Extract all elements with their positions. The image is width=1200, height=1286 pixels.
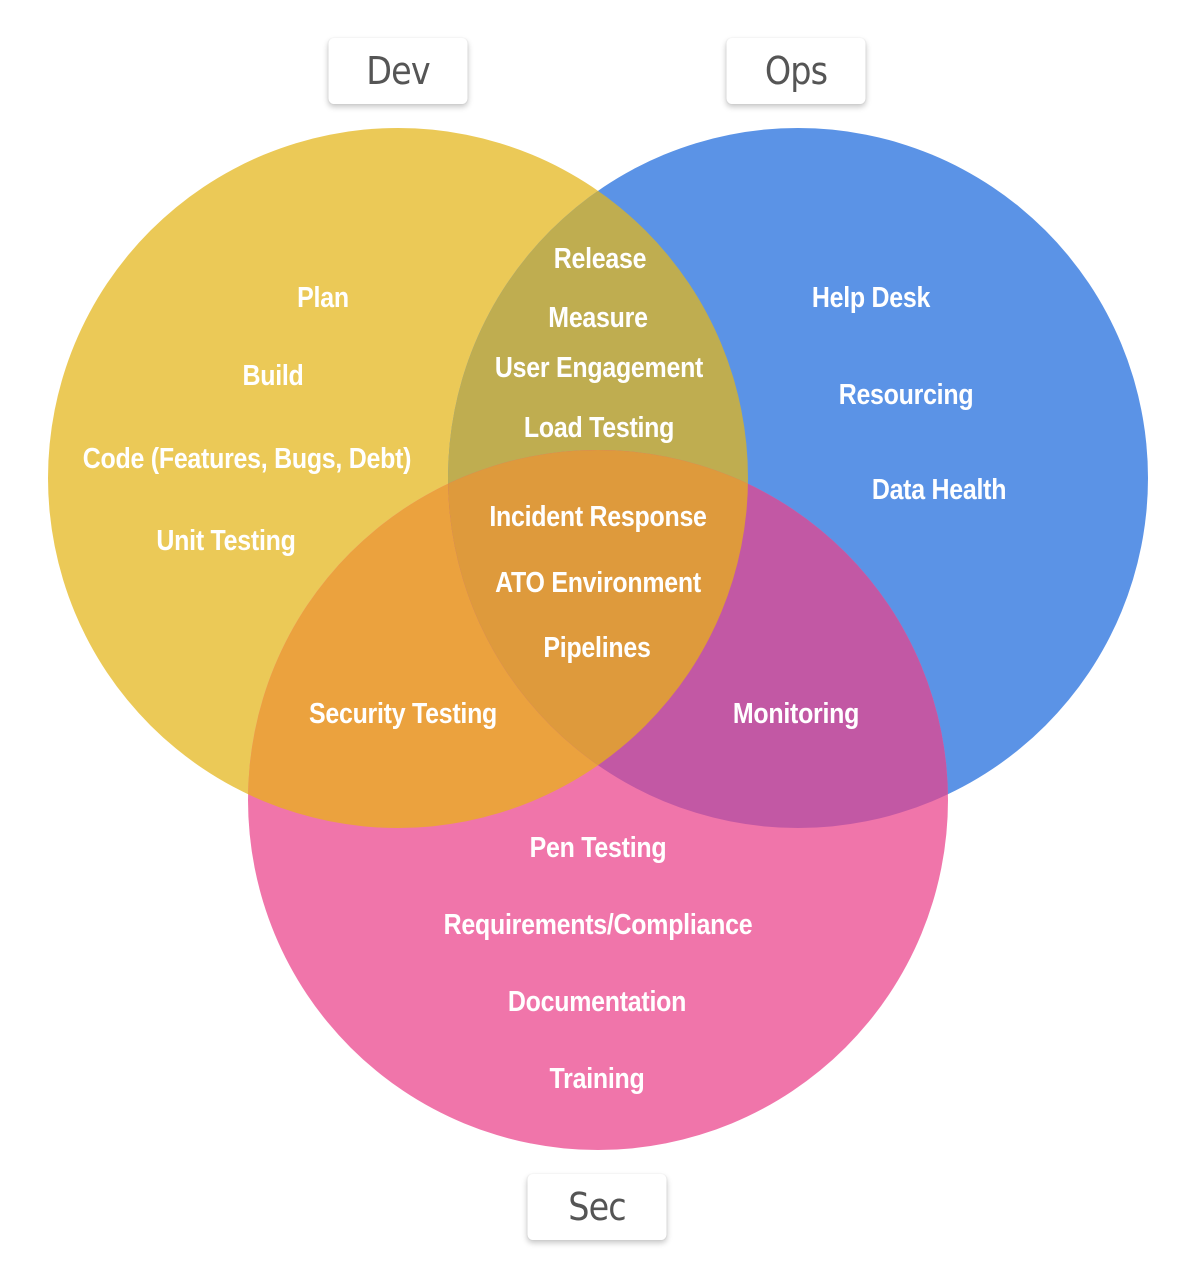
ops-item: Data Health (871, 474, 1007, 506)
all-item: Incident Response (489, 501, 707, 533)
dev-item: Unit Testing (156, 525, 296, 557)
dev-ops-item: Load Testing (523, 412, 675, 444)
dev-ops-item: Release (553, 243, 647, 275)
ops-sec-item: Monitoring (732, 698, 860, 730)
sec-item: Documentation (507, 986, 687, 1018)
dev-ops-item: User Engagement (494, 352, 704, 384)
sec-item: Requirements/Compliance (443, 909, 753, 941)
ops-item: Resourcing (838, 379, 974, 411)
all-item: Pipelines (543, 632, 651, 664)
dev-sec-item: Security Testing (308, 698, 498, 730)
dev-item: Build (242, 360, 304, 392)
sec-label-text: Sec (568, 1185, 626, 1229)
dev-ops-item: Measure (548, 302, 648, 334)
dev-label: Dev (328, 38, 468, 104)
dev-item: Plan (297, 282, 349, 314)
ops-label: Ops (726, 38, 866, 104)
sec-item: Pen Testing (529, 832, 667, 864)
dev-item: Code (Features, Bugs, Debt) (82, 443, 412, 475)
all-item: ATO Environment (495, 567, 701, 599)
ops-label-text: Ops (764, 49, 828, 93)
sec-label: Sec (527, 1174, 667, 1240)
sec-item: Training (549, 1063, 645, 1095)
ops-item: Help Desk (811, 282, 931, 314)
dev-label-text: Dev (366, 49, 430, 93)
